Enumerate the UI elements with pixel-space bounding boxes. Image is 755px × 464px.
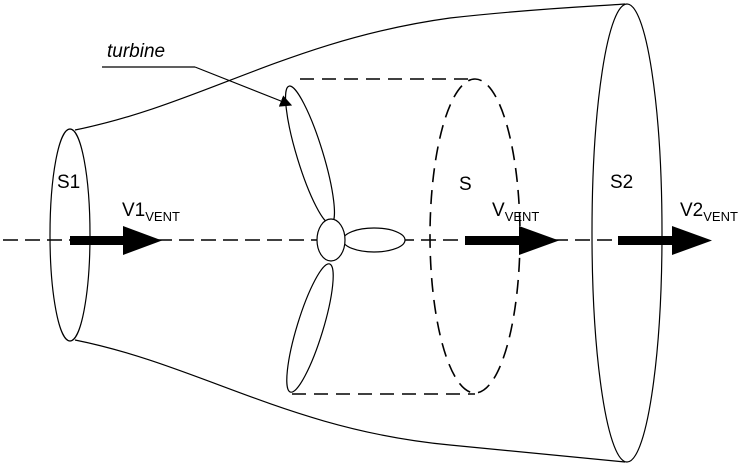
turbine-blade-lower (286, 263, 334, 393)
velocity-v1-main: V1 (122, 200, 145, 221)
streamtube-upper-boundary (74, 3, 626, 131)
section-s2-ellipse (591, 3, 663, 463)
velocity-v2-label: V2VENT (680, 200, 738, 224)
turbine-hub (316, 218, 346, 262)
turbine-label: turbine (107, 41, 165, 62)
velocity-v2-main: V2 (680, 200, 703, 221)
velocity-v1-label: V1VENT (122, 200, 180, 224)
turbine-blade-horizontal (342, 227, 406, 253)
section-s-label: S (459, 174, 472, 195)
turbine-blade-upper (284, 85, 336, 225)
section-s1-label: S1 (57, 172, 80, 193)
turbine-rotor (284, 85, 406, 393)
velocity-v-label: VVENT (492, 200, 539, 224)
turbine-leader-arrow (194, 66, 293, 107)
velocity-v-subscript: VENT (505, 209, 540, 224)
velocity-v2-subscript: VENT (703, 209, 738, 224)
velocity-arrow-v (465, 226, 559, 255)
velocity-arrow-v1 (70, 226, 162, 255)
section-s1-ellipse (49, 128, 91, 342)
section-s2-label: S2 (610, 172, 633, 193)
velocity-arrow-v2 (618, 226, 712, 255)
velocity-v1-subscript: VENT (145, 209, 180, 224)
velocity-v-main: V (492, 200, 505, 221)
streamtube-lower-boundary (74, 339, 626, 463)
